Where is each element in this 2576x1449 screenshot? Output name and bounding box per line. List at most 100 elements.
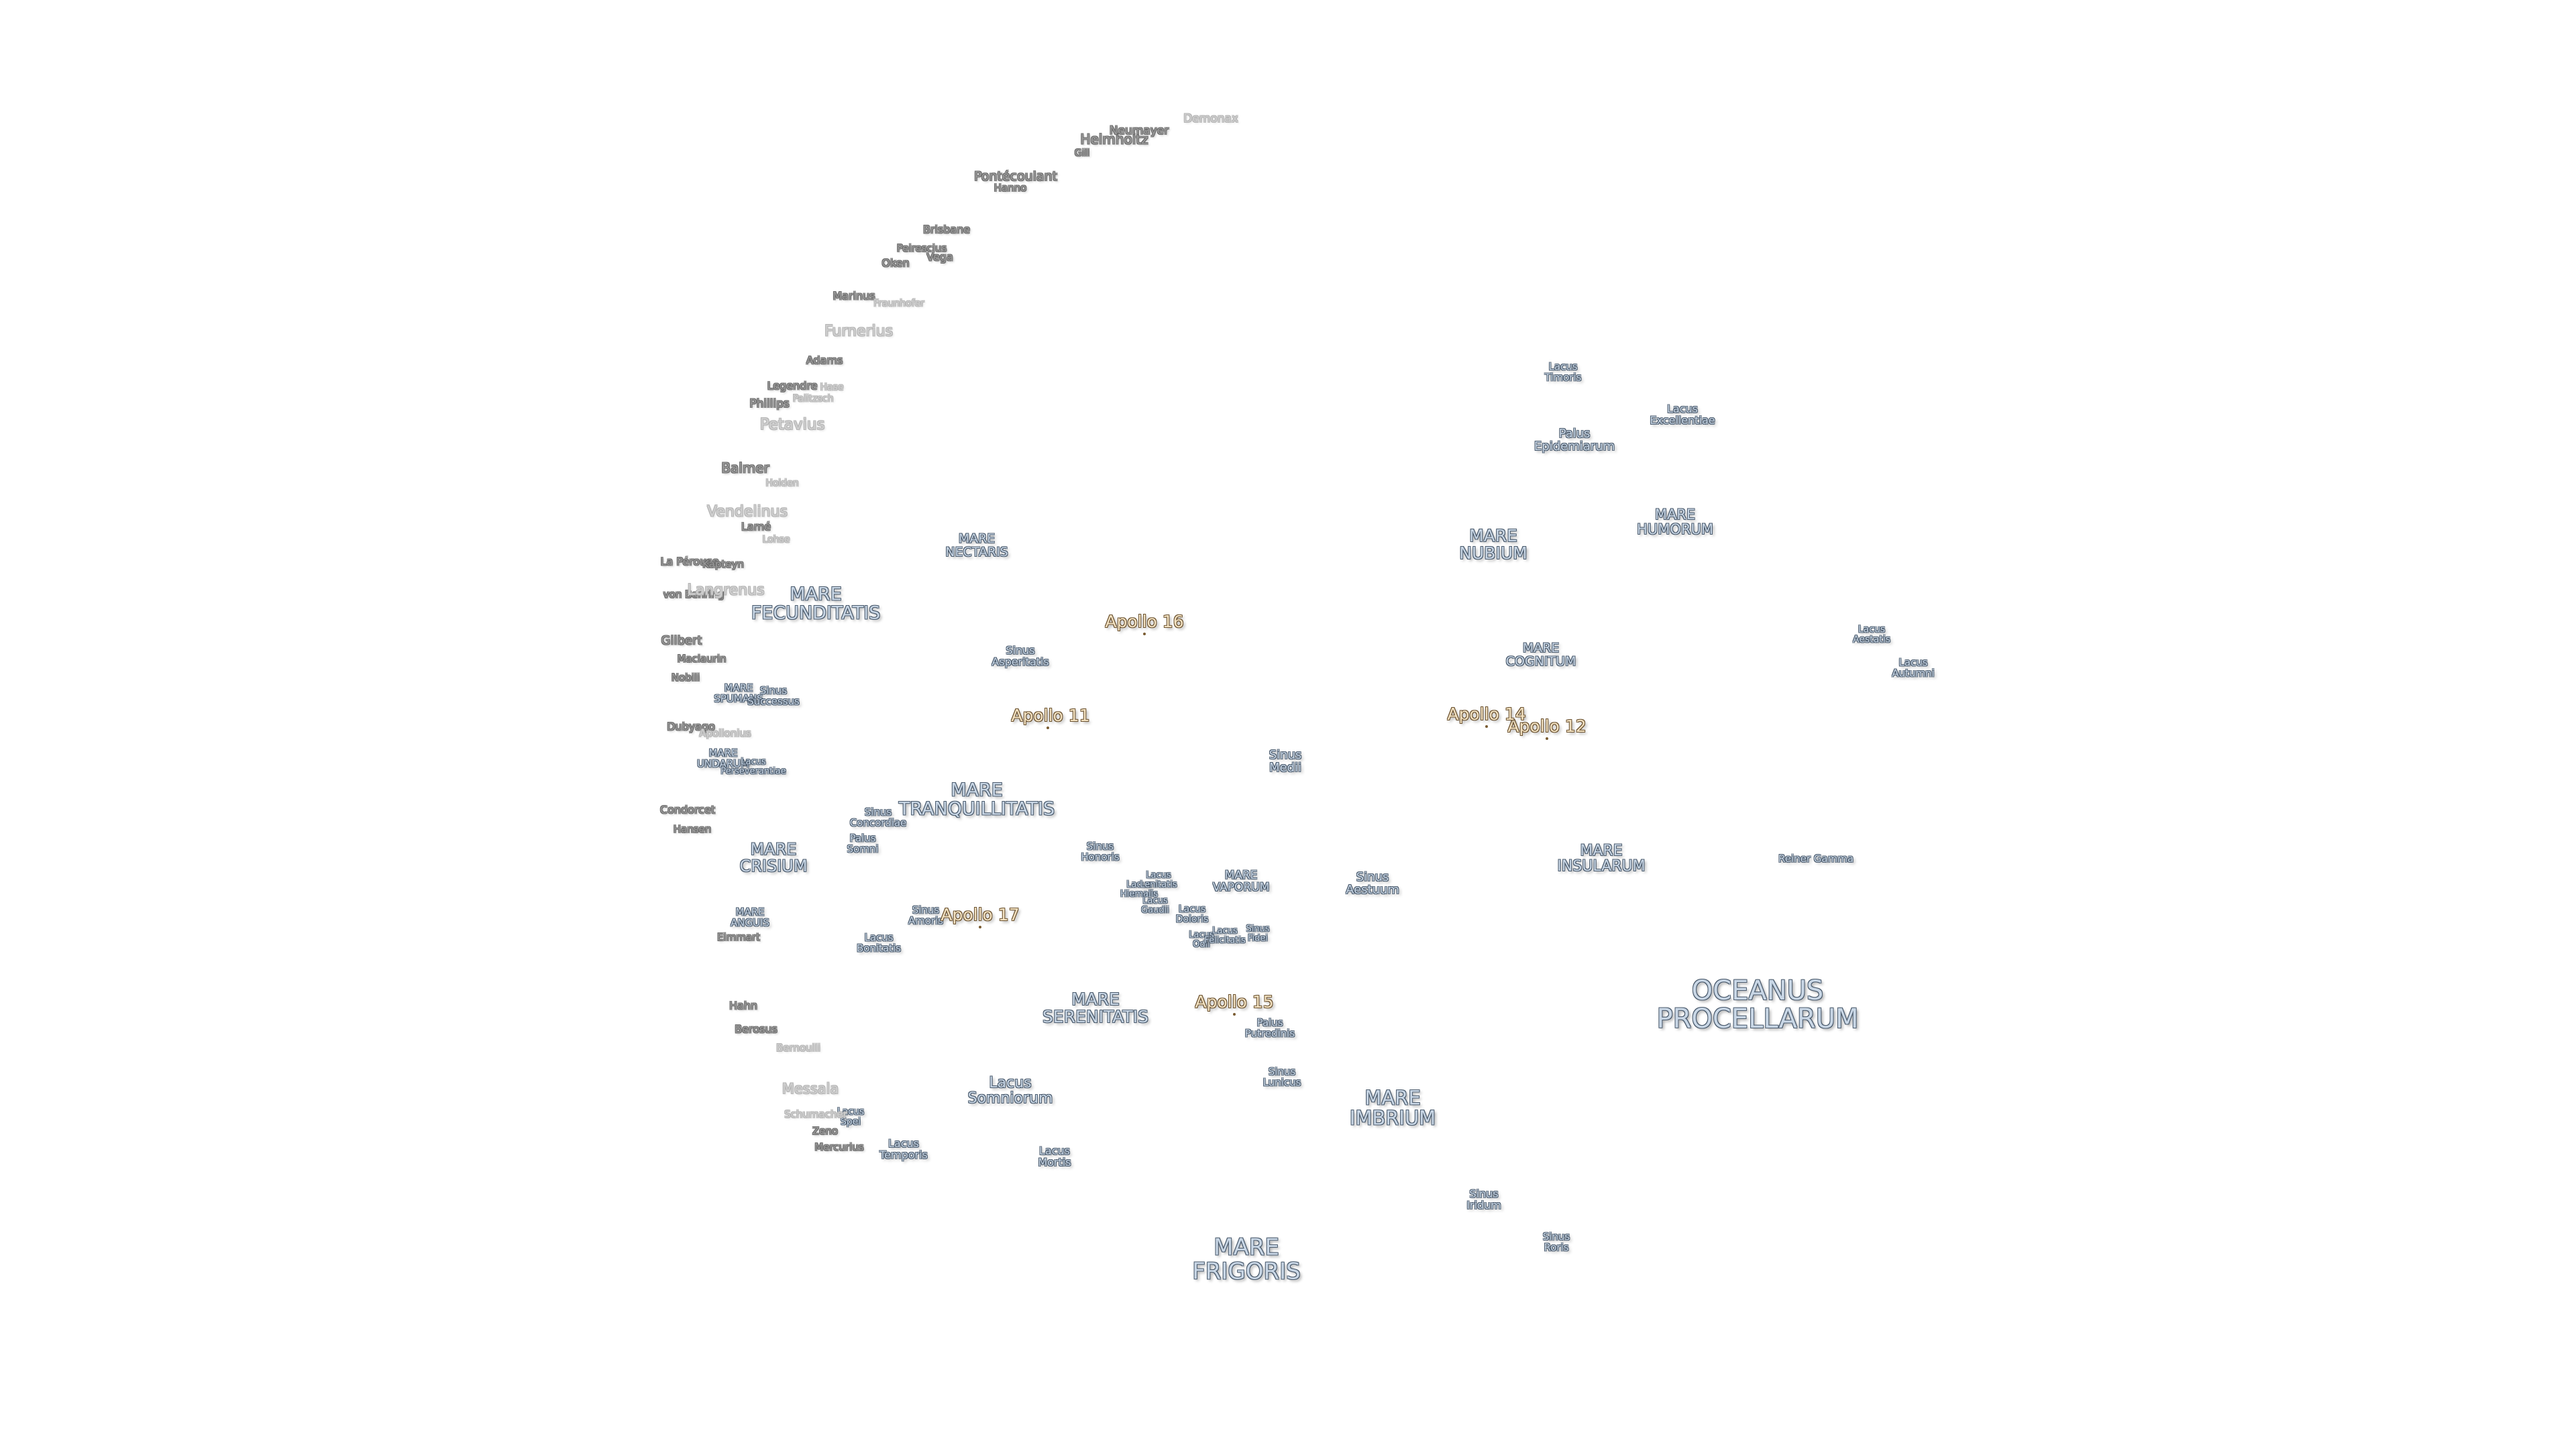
label-sinus-lunicus: Sinus Lunicus bbox=[1263, 1065, 1301, 1088]
label-lacus-perseverantiae: Lacus Perseverantiae bbox=[720, 757, 786, 776]
label-apollonius: Apollonius bbox=[699, 727, 751, 740]
label-sinus-roris: Sinus Roris bbox=[1542, 1230, 1570, 1253]
label-marinus: Marinus bbox=[833, 289, 875, 303]
label-lacus-odii: Lacus Odii bbox=[1189, 930, 1214, 949]
label-demonax: Demonax bbox=[1183, 112, 1238, 126]
label-lacus-excellentiae: Lacus Excellentiae bbox=[1650, 402, 1715, 427]
label-sinus-medii: Sinus Medii bbox=[1269, 748, 1302, 775]
label-adams: Adams bbox=[806, 354, 843, 367]
label-sinus-aestuum: Sinus Aestuum bbox=[1346, 870, 1399, 897]
apollo-11-site-marker bbox=[1046, 727, 1049, 729]
apollo-15-site-marker bbox=[1233, 1013, 1236, 1016]
label-dubyago: Dubyago bbox=[667, 720, 715, 733]
label-condorcet: Condorcet bbox=[659, 803, 716, 816]
label-mare-frigoris: MARE FRIGORIS bbox=[1192, 1234, 1301, 1285]
label-lacus-spei: Lacus Spei bbox=[837, 1106, 865, 1127]
label-mercurius: Mercurius bbox=[814, 1141, 864, 1154]
label-pontecoulant: Pontécoulant bbox=[973, 169, 1058, 184]
label-lacus-bonitatis: Lacus Bonitatis bbox=[856, 931, 902, 954]
label-neumayer: Neumayer bbox=[1109, 124, 1169, 138]
apollo-16-site-marker bbox=[1143, 633, 1146, 635]
label-lame: Lamé bbox=[741, 520, 771, 533]
apollo-17-site-marker bbox=[979, 926, 981, 928]
label-gilbert: Gilbert bbox=[661, 633, 702, 648]
label-apollo-16: Apollo 16 bbox=[1105, 611, 1184, 631]
label-vendelinus: Vendelinus bbox=[707, 503, 788, 521]
label-fraunhofer: Fraunhofer bbox=[873, 298, 924, 309]
label-mare-tranquillitatis: MARE TRANQUILLITATIS bbox=[898, 780, 1055, 820]
label-lacus-doloris: Lacus Doloris bbox=[1175, 904, 1209, 924]
label-lacus-gaudii: Lacus Gaudii bbox=[1141, 896, 1169, 915]
label-vega: Vega bbox=[926, 250, 953, 264]
label-balmer: Balmer bbox=[721, 460, 769, 476]
label-furnerius: Furnerius bbox=[824, 323, 894, 340]
label-maclaurin: Maclaurin bbox=[677, 653, 727, 665]
label-sinus-fidei: Sinus Fidei bbox=[1246, 924, 1270, 943]
label-lacus-autumni: Lacus Autumni bbox=[1892, 656, 1935, 679]
label-sinus-iridum: Sinus Iridum bbox=[1466, 1187, 1501, 1212]
label-apollo-15: Apollo 15 bbox=[1195, 991, 1274, 1012]
label-peirescius: Peirescius bbox=[896, 242, 947, 255]
label-palus-somni: Palus Somni bbox=[847, 832, 879, 855]
label-mare-imbrium: MARE IMBRIUM bbox=[1349, 1086, 1436, 1130]
label-sinus-amoris: Sinus Amoris bbox=[908, 904, 944, 926]
label-mare-vaporum: MARE VAPORUM bbox=[1212, 869, 1270, 894]
label-legendre: Legendre bbox=[767, 379, 818, 392]
label-apollo-14: Apollo 14 bbox=[1447, 704, 1526, 724]
label-hase: Hase bbox=[820, 382, 844, 393]
label-sinus-asperitatis: Sinus Asperitatis bbox=[991, 644, 1049, 668]
label-messala: Messala bbox=[782, 1080, 839, 1097]
label-kapteyn: Kapteyn bbox=[702, 558, 744, 571]
apollo-12-site-marker bbox=[1546, 737, 1548, 740]
label-von-behring: von Behring bbox=[663, 588, 724, 601]
label-hahn: Hahn bbox=[729, 999, 758, 1012]
apollo-14-site-marker bbox=[1485, 725, 1488, 728]
label-bernoulli: Bernoulli bbox=[775, 1042, 821, 1055]
label-mare-nubium: MARE NUBIUM bbox=[1459, 525, 1527, 563]
label-mare-spumans: MARE SPUMANS bbox=[714, 682, 763, 704]
label-lohse: Lohse bbox=[762, 534, 790, 545]
label-berosus: Berosus bbox=[735, 1022, 777, 1036]
label-apollo-12: Apollo 12 bbox=[1507, 716, 1587, 736]
label-mare-undarum: MARE UNDARUM bbox=[696, 747, 750, 769]
label-mare-serenitatis: MARE SERENITATIS bbox=[1042, 989, 1148, 1026]
label-langrenus: Langrenus bbox=[687, 582, 765, 599]
label-phillips: Phillips bbox=[749, 397, 790, 411]
label-mare-humorum: MARE HUMORUM bbox=[1637, 506, 1713, 537]
label-reiner-gamma: Reiner Gamma bbox=[1778, 853, 1854, 865]
label-gill: Gill bbox=[1074, 148, 1090, 159]
label-mare-fecunditatis: MARE FECUNDITATIS bbox=[751, 584, 881, 624]
label-schumacher: Schumacher bbox=[784, 1108, 847, 1121]
label-lacus-timoris: Lacus Timoris bbox=[1544, 360, 1582, 383]
label-palitzsch: Palitzsch bbox=[792, 393, 834, 405]
label-la-perouse: La Pérouse bbox=[660, 555, 719, 568]
label-mare-cognitum: MARE COGNITUM bbox=[1505, 641, 1576, 669]
label-lacus-felicitatis: Lacus Felicitatis bbox=[1204, 926, 1246, 945]
label-mare-insularum: MARE INSULARUM bbox=[1557, 842, 1646, 875]
label-sinus-honoris: Sinus Honoris bbox=[1081, 840, 1120, 863]
label-mare-anguis: MARE ANGUIS bbox=[730, 906, 770, 928]
label-palus-epidemiarum: Palus Epidemiarum bbox=[1534, 427, 1615, 453]
label-mare-crisium: MARE CRISIUM bbox=[739, 839, 808, 875]
label-oken: Oken bbox=[881, 256, 910, 270]
label-nobili: Nobili bbox=[671, 672, 700, 684]
label-apollo-11: Apollo 11 bbox=[1011, 705, 1090, 725]
label-zeno: Zeno bbox=[812, 1125, 839, 1138]
label-lacus-somniorum: Lacus Somniorum bbox=[967, 1074, 1053, 1107]
label-petavius: Petavius bbox=[759, 415, 825, 433]
label-lacus-aestatis: Lacus Aestatis bbox=[1853, 624, 1890, 645]
label-lacus-hiemalis: Lacus Hiemalis bbox=[1120, 879, 1159, 899]
label-oceanus-procellarum: OCEANUS PROCELLARUM bbox=[1656, 975, 1859, 1034]
label-sinus-successus: Sinus Successus bbox=[747, 684, 800, 707]
label-apollo-17: Apollo 17 bbox=[941, 904, 1020, 924]
label-lacus-temporis: Lacus Temporis bbox=[879, 1137, 928, 1161]
label-brisbane: Brisbane bbox=[922, 223, 971, 236]
label-lacus-mortis: Lacus Mortis bbox=[1038, 1144, 1071, 1169]
label-hansen: Hansen bbox=[673, 823, 712, 836]
label-holden: Holden bbox=[765, 478, 799, 489]
label-mare-nectaris: MARE NECTARIS bbox=[945, 531, 1008, 559]
label-hanno: Hanno bbox=[994, 182, 1027, 195]
label-palus-putredinis: Palus Putredinis bbox=[1244, 1016, 1295, 1039]
label-helmholtz: Helmholtz bbox=[1080, 131, 1148, 148]
